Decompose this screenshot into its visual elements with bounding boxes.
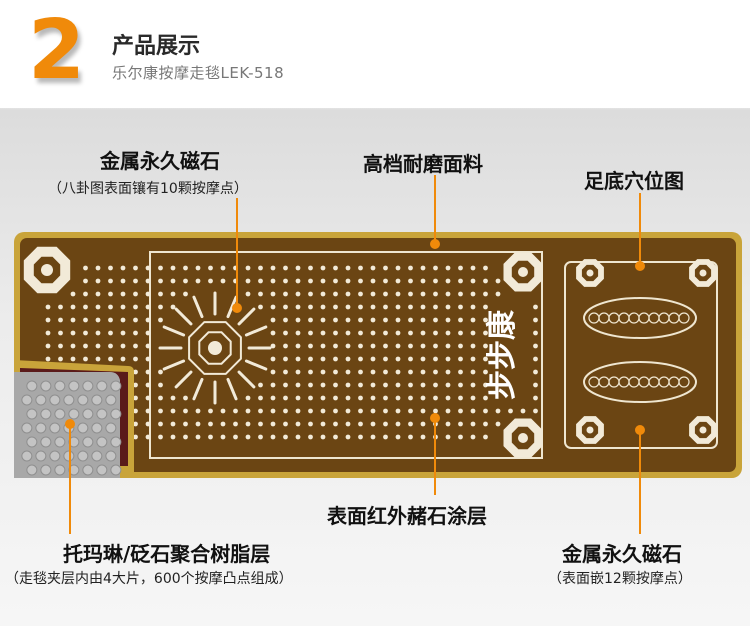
massage-dots <box>45 265 538 440</box>
callout-coating-title: 表面红外赭石涂层 <box>327 504 487 528</box>
section-title: 产品展示 <box>112 34 201 59</box>
dot-panel-frame <box>149 251 543 459</box>
callout-magnet-bottom-title: 金属永久磁石 <box>562 542 682 566</box>
bagua-sun-emblem <box>158 291 272 405</box>
bagua-octagons <box>23 246 717 458</box>
callout-foot-chart-title: 足底穴位图 <box>584 169 684 193</box>
section-subtitle: 乐尔康按摩走毯LEK-518 <box>112 64 285 82</box>
callout-resin-layer-title: 托玛琳/砭石聚合树脂层 <box>63 542 271 566</box>
callout-magnet-top-title: 金属永久磁石 <box>100 149 220 173</box>
folded-corner <box>14 360 134 478</box>
leader-lines <box>65 175 645 534</box>
callout-magnet-bottom-note: （表面嵌12颗按摩点） <box>548 571 692 587</box>
section-number: 2 <box>28 3 86 98</box>
callout-resin-layer-note: （走毯夹层内由4大片，600个按摩凸点组成） <box>5 571 293 587</box>
brand-mark: 步步康 <box>485 309 520 400</box>
foot-outlines <box>583 297 697 403</box>
mat-body <box>20 238 736 472</box>
callout-magnet-top-note: （八卦图表面镶有10颗按摩点） <box>48 181 248 197</box>
header-band <box>0 0 750 108</box>
callout-fabric-title: 高档耐磨面料 <box>363 152 483 176</box>
